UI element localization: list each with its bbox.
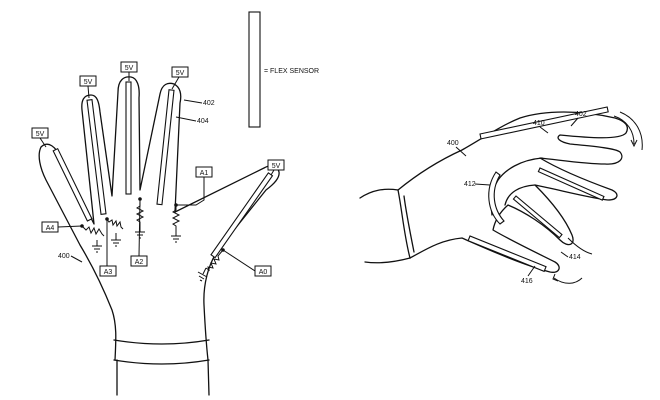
flex-sensor-thumb-right <box>467 235 547 273</box>
supply-5v-thumb: 5V <box>267 159 285 176</box>
curl-arrow-top <box>613 115 635 145</box>
flex-sensor-top-finger <box>479 106 609 140</box>
flex-sensor-middle-finger <box>537 167 605 201</box>
legend-text: = FLEX SENSOR <box>264 68 319 75</box>
supply-5v-ring: 5V <box>79 75 97 99</box>
ref-402-right: 402 <box>575 111 587 118</box>
analog-a3: A3 <box>99 219 117 277</box>
right-hand-flex-sensors <box>467 106 609 273</box>
supply-5v-pinky: 5V <box>31 127 49 148</box>
analog-a1: A1 <box>176 166 213 206</box>
ref-400-right: 400 <box>447 140 459 147</box>
right-hand-refs: 400 402 410 412 414 416 <box>447 111 587 285</box>
svg-text:5V: 5V <box>272 163 281 170</box>
finger-flex-sensors <box>52 81 274 259</box>
supply-5v-index: 5V <box>171 66 189 90</box>
svg-text:5V: 5V <box>84 79 93 86</box>
svg-text:A1: A1 <box>200 170 209 177</box>
analog-labels: A4 A3 A2 A1 A0 <box>41 166 272 277</box>
flex-sensor-pinky <box>52 147 93 222</box>
finger-separation-1 <box>497 157 543 181</box>
flex-sensor-bent-finger <box>488 171 505 225</box>
ref-404-left: 404 <box>197 118 209 125</box>
ref-410-right: 410 <box>533 120 545 127</box>
ref-400-left: 400 <box>58 253 70 260</box>
left-hand-cuff <box>113 339 210 396</box>
svg-text:5V: 5V <box>125 65 134 72</box>
motion-arrows <box>552 111 643 284</box>
finger-separation-2 <box>504 184 536 206</box>
flex-sensor-lower-finger <box>512 195 563 239</box>
left-hand-refs: 400 402 404 <box>58 99 215 263</box>
ref-412-right: 412 <box>464 181 476 188</box>
flex-sensor-thumb <box>210 172 274 259</box>
svg-text:A4: A4 <box>46 225 55 232</box>
analog-a2: A2 <box>130 198 148 267</box>
right-hand-diagram: 400 402 410 412 414 416 <box>359 106 643 285</box>
supply-5v-middle: 5V <box>120 61 138 81</box>
legend: = FLEX SENSOR <box>248 11 319 128</box>
curl-arrow-lower <box>567 237 593 255</box>
svg-text:A2: A2 <box>135 259 144 266</box>
legend-flex-sensor-symbol <box>248 11 261 128</box>
left-hand-outline <box>38 76 280 361</box>
ref-402-left: 402 <box>203 100 215 107</box>
analog-a0: A0 <box>222 249 272 277</box>
svg-text:A0: A0 <box>259 269 268 276</box>
ref-416-right: 416 <box>521 278 533 285</box>
flex-sensor-middle <box>125 81 132 195</box>
svg-text:5V: 5V <box>176 70 185 77</box>
right-hand-outline <box>397 111 629 273</box>
curl-arrow-bottom <box>553 277 583 284</box>
svg-text:A3: A3 <box>104 269 113 276</box>
analog-a4: A4 <box>41 221 83 233</box>
supply-labels: 5V 5V 5V 5V 5V <box>31 61 285 176</box>
ref-414-right: 414 <box>569 254 581 261</box>
flex-sensor-index <box>156 89 175 206</box>
left-hand-diagram: 5V 5V 5V 5V 5V <box>31 61 285 396</box>
right-hand-cuff <box>359 188 415 264</box>
flex-sensor-ring <box>86 99 107 215</box>
svg-text:5V: 5V <box>36 131 45 138</box>
